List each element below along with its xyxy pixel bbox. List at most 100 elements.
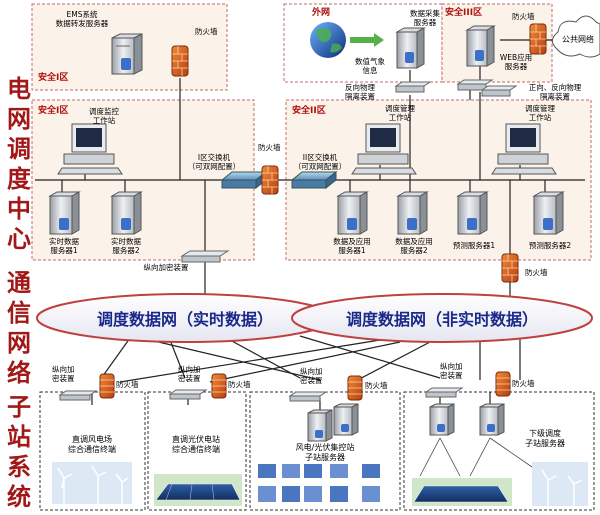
side-char: 心 [7, 224, 31, 253]
server-icon [429, 403, 455, 436]
rt-server2-label: 服务器2 [112, 245, 139, 255]
encrypt-device-icon [58, 390, 98, 401]
public-network-label: 公共网络 [562, 34, 594, 44]
dispatch-ws-label: 工作站 [93, 115, 116, 125]
data-app2-label: 服务器2 [400, 245, 427, 255]
server-icon [479, 403, 505, 436]
data-app1-label: 服务器1 [338, 245, 365, 255]
side-char: 中 [7, 194, 31, 223]
ems-server-label: EMS系统 [67, 9, 98, 19]
substation-control-label: 风电/光伏集控站 [296, 442, 355, 452]
encrypt-device-icon [288, 391, 328, 402]
firewall-icon [211, 373, 227, 399]
mgmt-ws-label: 工作站 [389, 112, 412, 122]
network-non-realtime [291, 293, 593, 343]
zone-label: 安全I区 [38, 104, 68, 116]
side-char: 系 [7, 452, 31, 481]
workstation-icon [351, 123, 417, 175]
firewall-icon [171, 45, 189, 77]
rt-server1-label: 实时数据 [49, 236, 79, 246]
collect-server-label: 服务器 [414, 17, 437, 27]
encrypt-device-icon [180, 250, 230, 263]
zone-label: 安全I区 [38, 71, 68, 83]
rt-server1-label: 服务器1 [50, 245, 77, 255]
side-char: 电 [7, 74, 31, 103]
server-icon [336, 191, 369, 235]
forecast-server1-label: 预测服务器1 [453, 240, 495, 250]
firewall-label: 防火墙 [258, 142, 281, 152]
substation-lower-label: 子站服务器 [525, 438, 565, 448]
wind-turbine-photo [532, 462, 588, 506]
weather-info-label: 信息 [363, 65, 378, 75]
side-char: 统 [7, 482, 31, 511]
server-icon [307, 409, 333, 442]
lower-station-links [419, 437, 546, 477]
encrypt-label: 纵向加 [440, 361, 463, 371]
data-app2-label: 数据及应用 [395, 236, 433, 246]
encrypt-label: 纵向加密装置 [144, 262, 189, 272]
data-app1-label: 数据及应用 [333, 236, 371, 246]
solar-panel-photo [412, 478, 512, 506]
server-icon [456, 191, 489, 235]
firewall-label: 防火墙 [512, 11, 535, 21]
mgmt-ws-label: 调度管理 [385, 103, 415, 113]
workstation-icon [491, 123, 557, 175]
substation-pv-label: 综合通信终端 [172, 444, 220, 454]
side-char: 网 [7, 104, 31, 133]
label-communication-network: 通 信 网 络 [2, 268, 36, 388]
firewall-icon [99, 373, 115, 399]
switch1-label: （可双网配置） [188, 162, 241, 171]
zone-label: 安全III区 [445, 6, 482, 18]
zone-label: 安全II区 [292, 104, 326, 116]
switch1-label: I区交换机 [198, 152, 231, 162]
substation-pv-label: 直调光伏电站 [172, 434, 220, 444]
firewall-icon [529, 23, 547, 55]
dispatch-ws-label: 调度监控 [89, 106, 119, 116]
side-char: 度 [7, 164, 31, 193]
substation-wind-label: 综合通信终端 [68, 444, 116, 454]
workstation-icon [57, 123, 123, 175]
ems-server-label: 数据转发服务器 [56, 18, 109, 28]
arrow-right-icon [350, 33, 384, 47]
network-realtime-label: 调度数据网（实时数据） [97, 310, 273, 329]
side-char: 子 [7, 392, 31, 421]
mgmt-ws2-label: 工作站 [529, 112, 552, 122]
encrypt-label: 密装置 [440, 370, 463, 380]
firewall-label: 防火墙 [512, 378, 535, 388]
encrypt-label: 密装置 [300, 375, 323, 385]
firewall-label: 防火墙 [228, 379, 251, 389]
server-icon [395, 27, 426, 69]
label-substation-system: 子 站 系 统 [2, 392, 36, 512]
server-icon [396, 191, 429, 235]
isolation-device-icon [480, 85, 518, 97]
zone-label: 外网 [311, 6, 330, 18]
label-grid-dispatch-center: 电 网 调 度 中 心 [2, 74, 36, 254]
encrypt-label: 纵向加 [52, 364, 75, 374]
wind-turbine-photo [52, 462, 132, 504]
rt-server2-label: 实时数据 [111, 236, 141, 246]
mgmt-ws2-label: 调度管理 [525, 103, 555, 113]
substation-lower-label: 下级调度 [529, 428, 561, 438]
firewall-label: 防火墙 [525, 267, 548, 277]
substation-control-label: 子站服务器 [305, 452, 345, 462]
isolation-label: 隔离装置 [345, 91, 375, 101]
server-icon [48, 191, 81, 235]
firewall-label: 防火墙 [365, 380, 388, 390]
encrypt-device-icon [424, 387, 464, 398]
cloud-icon [552, 15, 600, 58]
isolation-label: 正向、反向物理 [529, 82, 582, 92]
firewall-icon [347, 375, 363, 401]
collect-server-label: 数据采集 [410, 8, 440, 18]
switch2-label: II区交换机 [303, 152, 338, 162]
server-icon [110, 191, 143, 235]
firewall-label: 防火墙 [116, 379, 139, 389]
switch-icon [290, 170, 338, 190]
firewall-icon [261, 165, 279, 195]
server-icon [111, 33, 143, 75]
switch2-label: （可双网配置） [294, 162, 347, 171]
server-icon [465, 25, 496, 67]
network-non-realtime-label: 调度数据网（非实时数据） [346, 310, 538, 329]
substation-wind-label: 直调风电场 [72, 434, 112, 444]
solar-panel-photo [154, 474, 242, 506]
